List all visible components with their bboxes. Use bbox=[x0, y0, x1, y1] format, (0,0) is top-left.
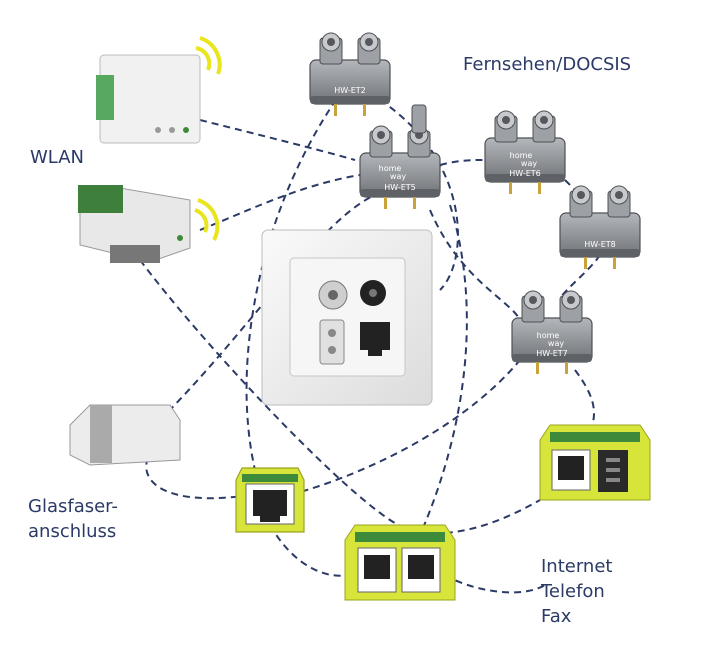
dashed-line bbox=[444, 574, 546, 594]
label-line: anschluss bbox=[28, 521, 117, 542]
label-glasfaseranschluss: Glasfaser- anschluss bbox=[28, 494, 118, 544]
rj11-tae-module bbox=[539, 424, 651, 501]
dashed-line bbox=[145, 429, 251, 500]
label-line: Glasfaser- bbox=[28, 496, 118, 517]
rj45-dual-module bbox=[344, 524, 456, 601]
brand-logo: home bbox=[510, 151, 533, 160]
wlan-access-point-upper bbox=[96, 54, 201, 144]
module-label: HW-ET2 bbox=[334, 86, 366, 95]
wifi-signal-icon bbox=[194, 198, 220, 241]
brand-logo: way bbox=[521, 159, 537, 168]
label-line: Fax bbox=[541, 606, 572, 627]
fiber-module bbox=[69, 404, 181, 466]
coax-module-et2: HW-ET2 bbox=[309, 32, 391, 117]
brand-logo: home bbox=[379, 164, 402, 173]
wifi-signal-icon bbox=[195, 36, 222, 75]
coax-module-et8: HW-ET8 bbox=[559, 185, 641, 270]
brand-logo: way bbox=[390, 172, 406, 181]
module-label: HW-ET8 bbox=[584, 240, 616, 249]
dashed-line bbox=[199, 119, 356, 161]
dashed-line bbox=[379, 99, 459, 291]
label-line: Internet bbox=[541, 556, 613, 577]
rj45-module-left bbox=[235, 467, 305, 533]
dashed-line bbox=[439, 159, 486, 166]
dashed-line bbox=[419, 204, 468, 536]
dashed-line bbox=[574, 369, 595, 431]
label-internet-telefon-fax: Internet Telefon Fax bbox=[541, 554, 612, 629]
module-label: HW-ET5 bbox=[384, 183, 416, 192]
module-label: HW-ET6 bbox=[509, 169, 541, 178]
dashed-line bbox=[245, 79, 351, 471]
dashed-line bbox=[199, 174, 361, 231]
label-fernsehen-docsis: Fernsehen/DOCSIS bbox=[463, 54, 632, 75]
brand-logo: home bbox=[537, 331, 560, 340]
label-line: Telefon bbox=[541, 581, 605, 602]
wlan-access-point-lower bbox=[78, 185, 191, 263]
module-label: HW-ET7 bbox=[536, 349, 568, 358]
coax-module-et7: home way HW-ET7 bbox=[511, 290, 593, 375]
dashed-line bbox=[139, 259, 541, 535]
label-wlan: WLAN bbox=[30, 147, 85, 168]
dashed-line bbox=[269, 524, 351, 577]
coax-module-et6: home way HW-ET6 bbox=[484, 110, 566, 195]
coax-module-et5: home way HW-ET5 bbox=[359, 104, 441, 210]
dashed-line bbox=[559, 254, 601, 299]
dashed-line bbox=[429, 209, 521, 321]
wall-outlet-plate bbox=[261, 229, 433, 406]
brand-logo: way bbox=[548, 339, 564, 348]
